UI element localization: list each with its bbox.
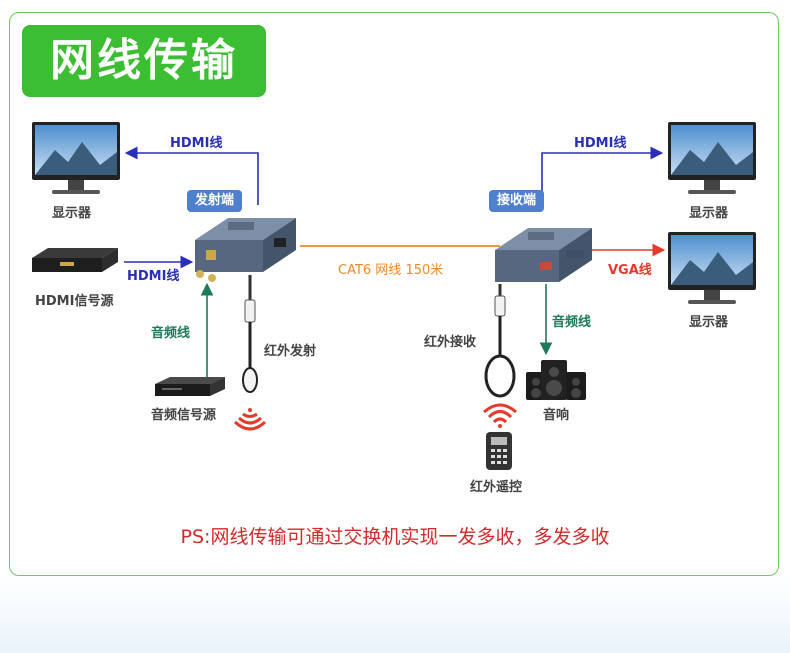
speaker-label: 音响 xyxy=(543,408,570,423)
remote-icon xyxy=(486,432,512,470)
extender-device-icon xyxy=(495,228,592,282)
wireless-signal-icon xyxy=(483,403,517,428)
ir-emit-label: 红外发射 xyxy=(264,344,317,359)
display-label: 显示器 xyxy=(689,315,729,330)
extender-device-icon xyxy=(195,218,296,282)
audio-source-label: 音频信号源 xyxy=(151,408,217,423)
ir-receive-label: 红外接收 xyxy=(424,335,477,350)
receiver-tag: 接收端 xyxy=(489,190,545,212)
hdmi-source-label: HDMI信号源 xyxy=(35,294,114,309)
dvd-player-icon xyxy=(155,377,225,396)
vga-line-label: VGA线 xyxy=(608,263,652,278)
cable-label: CAT6 网线 150米 xyxy=(338,263,444,278)
sender-tag: 发射端 xyxy=(187,190,243,212)
display-label: 显示器 xyxy=(52,206,92,221)
speaker-icon xyxy=(526,360,586,400)
ps-note: PS:网线传输可通过交换机实现一发多收，多发多收 xyxy=(180,526,610,548)
set-top-box-icon xyxy=(32,248,118,272)
ir-cable-icon xyxy=(484,284,516,398)
audio-line-label: 音频线 xyxy=(552,315,592,330)
ir-cable-icon xyxy=(242,275,258,393)
page-title: 网线传输 xyxy=(22,25,266,97)
display-label: 显示器 xyxy=(689,206,729,221)
diagram-card xyxy=(9,12,779,576)
hdmi-line-label: HDMI线 xyxy=(574,136,627,151)
hdmi-line-label: HDMI线 xyxy=(170,136,223,151)
hdmi-line-label: HDMI线 xyxy=(127,269,180,284)
monitor-icon xyxy=(668,232,756,304)
monitor-icon xyxy=(668,122,756,194)
hdmi-out-arrow xyxy=(124,146,259,205)
wireless-signal-icon xyxy=(233,408,267,431)
monitor-icon xyxy=(32,122,120,194)
remote-label: 红外遥控 xyxy=(470,480,523,495)
audio-line-label: 音频线 xyxy=(151,326,191,341)
hdmi-out-arrow-rx xyxy=(541,146,664,210)
